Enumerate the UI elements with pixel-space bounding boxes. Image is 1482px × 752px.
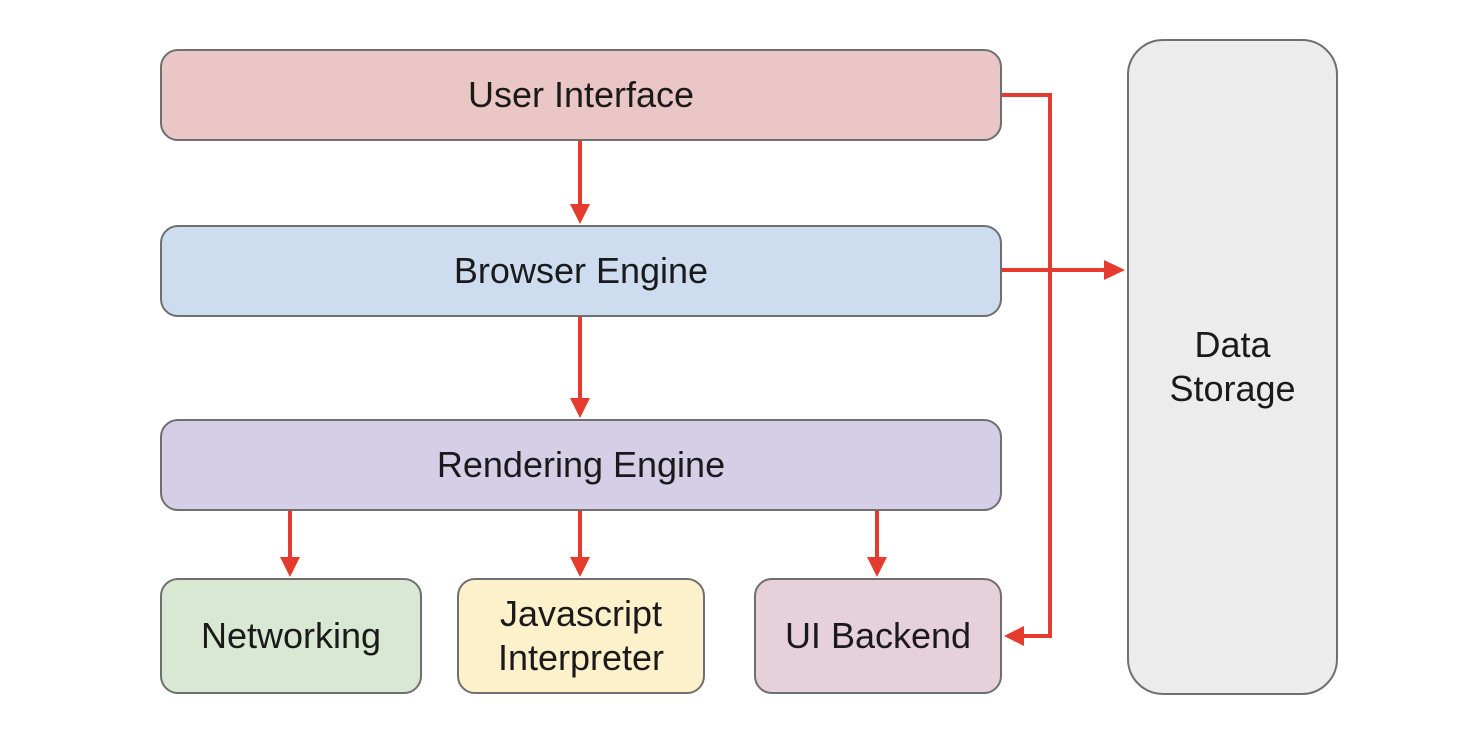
user-interface-label: User Interface: [468, 73, 694, 117]
user-interface-node: User Interface: [160, 49, 1002, 141]
arrowhead-ui-to-browser-engine: [570, 204, 590, 224]
arrowhead-browser-engine-to-rendering-engine: [570, 398, 590, 418]
javascript-interpreter-node: Javascript Interpreter: [457, 578, 705, 694]
data-storage-node: Data Storage: [1127, 39, 1338, 695]
rendering-engine-label: Rendering Engine: [437, 443, 725, 487]
browser-engine-label-line: Browser Engine: [453, 250, 709, 291]
browser-engine-label: Browser Engine: [454, 249, 708, 293]
ui-backend-label: UI Backend: [785, 614, 971, 658]
networking-label-line: Networking: [200, 615, 382, 656]
ui-backend-label-line: UI Backend: [784, 615, 972, 656]
networking-node: Networking: [160, 578, 422, 694]
networking-label: Networking: [201, 614, 381, 658]
javascript-interpreter-label-line-2: Interpreter: [497, 637, 665, 678]
arrowhead-ui-to-ui-backend: [1004, 626, 1024, 646]
ui-backend-node: UI Backend: [754, 578, 1002, 694]
data-storage-label-line-1: Data: [1194, 324, 1271, 365]
javascript-interpreter-label: Javascript Interpreter: [498, 592, 664, 680]
browser-engine-node: Browser Engine: [160, 225, 1002, 317]
edge-ui-to-ui-backend: [1002, 93, 1052, 638]
data-storage-label: Data Storage: [1169, 323, 1295, 411]
arrowhead-rendering-engine-to-networking: [280, 557, 300, 577]
rendering-engine-label-line: Rendering Engine: [436, 444, 726, 485]
arrowhead-rendering-engine-to-js-interpreter: [570, 557, 590, 577]
arrowhead-rendering-engine-to-ui-backend: [867, 557, 887, 577]
javascript-interpreter-label-line-1: Javascript: [499, 593, 663, 634]
rendering-engine-node: Rendering Engine: [160, 419, 1002, 511]
arrowhead-browser-engine-to-data-storage: [1104, 260, 1125, 280]
user-interface-label-line: User Interface: [467, 74, 695, 115]
data-storage-label-line-2: Storage: [1169, 368, 1296, 409]
